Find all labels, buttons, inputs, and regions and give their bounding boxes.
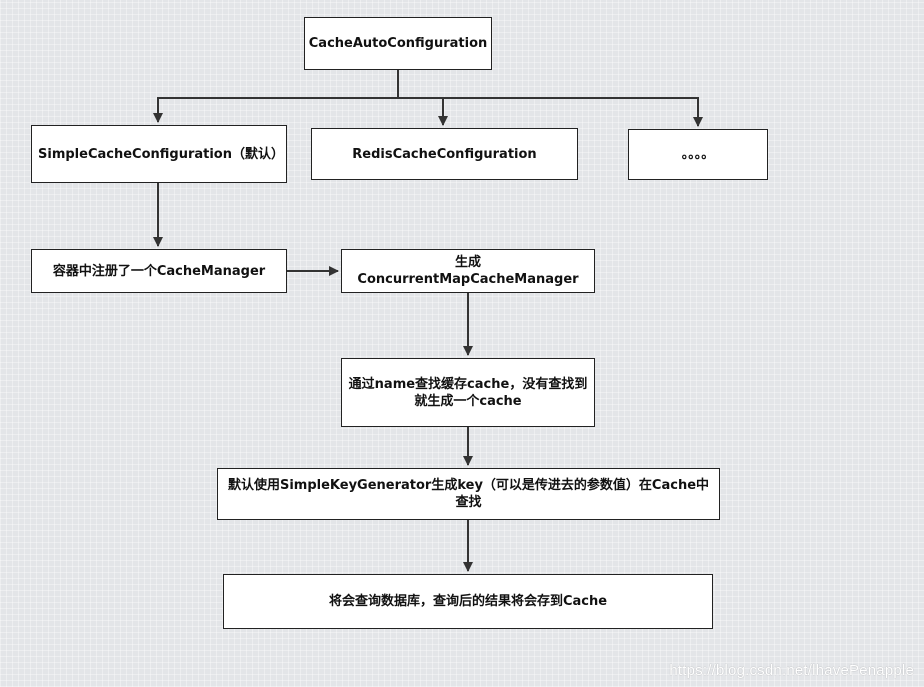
other-configurations-box: 。。。。 [628,129,768,180]
cache-auto-configuration-label: CacheAutoConfiguration [308,36,488,51]
connector-bus-to-other [443,97,703,127]
concurrent-map-cache-manager-box: 生成ConcurrentMapCacheManager [341,249,595,293]
simple-cache-configuration-label: SimpleCacheConfiguration（默认） [38,146,284,162]
query-database-label: 将会查询数据库，查询后的结果将会存到Cache [328,594,608,609]
redis-cache-configuration-box: RedisCacheConfiguration [311,128,578,180]
redis-cache-configuration-label: RedisCacheConfiguration [352,146,537,162]
simple-cache-configuration-box: SimpleCacheConfiguration（默认） [31,125,287,183]
connector-bus-to-redis [398,97,448,126]
connector-bus-to-simple [153,97,398,123]
watermark-text: https://blog.csdn.net/lhavePenapple [669,662,914,679]
other-configurations-label: 。。。。 [681,147,715,162]
generate-key-box: 默认使用SimpleKeyGenerator生成key（可以是传进去的参数值）在… [217,468,720,520]
lookup-cache-by-name-box: 通过name查找缓存cache，没有查找到 就生成一个cache [341,358,595,427]
generate-key-label: 默认使用SimpleKeyGenerator生成key（可以是传进去的参数值）在… [227,478,710,510]
concurrent-map-cache-manager-label: 生成ConcurrentMapCacheManager [357,255,579,287]
register-cache-manager-label: 容器中注册了一个CacheManager [52,263,266,279]
register-cache-manager-box: 容器中注册了一个CacheManager [31,249,287,293]
lookup-cache-by-name-label: 通过name查找缓存cache，没有查找到 就生成一个cache [348,376,588,409]
cache-auto-configuration-box: CacheAutoConfiguration [304,17,492,70]
query-database-box: 将会查询数据库，查询后的结果将会存到Cache [223,574,713,629]
